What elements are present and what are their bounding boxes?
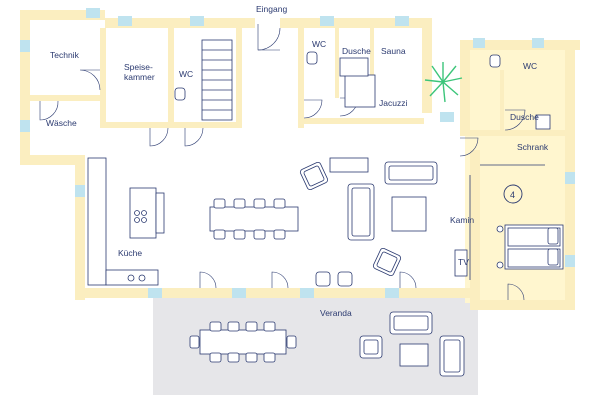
label-veranda: Veranda bbox=[320, 308, 352, 318]
label-wc-middle: WC bbox=[312, 39, 326, 49]
label-eingang: Eingang bbox=[256, 4, 287, 14]
label-schrank: Schrank bbox=[517, 142, 549, 152]
label-tv: TV bbox=[458, 257, 469, 267]
kitchen-island bbox=[129, 187, 165, 239]
windows bbox=[20, 8, 575, 298]
label-speisekammer-1: Speise- bbox=[124, 62, 153, 72]
toilet-right bbox=[489, 54, 501, 68]
room-number-badge bbox=[503, 184, 523, 204]
doors bbox=[39, 24, 526, 301]
kitchen-counter bbox=[87, 157, 159, 286]
veranda-furniture bbox=[189, 311, 465, 377]
label-jacuzzi: Jacuzzi bbox=[379, 98, 407, 108]
toilet-left bbox=[174, 87, 186, 101]
dining-table bbox=[209, 198, 299, 240]
label-kamin: Kamin bbox=[450, 215, 474, 225]
shower-middle bbox=[339, 57, 369, 77]
staircase bbox=[201, 39, 233, 121]
bedroom-furniture bbox=[480, 114, 564, 270]
label-waesche: Wäsche bbox=[46, 118, 77, 128]
label-speisekammer-2: kammer bbox=[124, 72, 155, 82]
label-dusche-right: Dusche bbox=[510, 112, 539, 122]
walls bbox=[20, 10, 580, 310]
toilet-middle bbox=[306, 51, 318, 65]
jacuzzi-tub bbox=[344, 74, 376, 108]
label-technik: Technik bbox=[50, 50, 80, 60]
label-wc-left: WC bbox=[179, 69, 193, 79]
label-wc-right: WC bbox=[523, 61, 537, 71]
label-dusche-middle: Dusche bbox=[342, 46, 371, 56]
living-room-furniture bbox=[299, 157, 471, 287]
label-room-number: 4 bbox=[510, 190, 515, 200]
label-sauna: Sauna bbox=[381, 46, 406, 56]
plant-icon bbox=[424, 62, 463, 103]
label-kueche: Küche bbox=[118, 248, 142, 258]
